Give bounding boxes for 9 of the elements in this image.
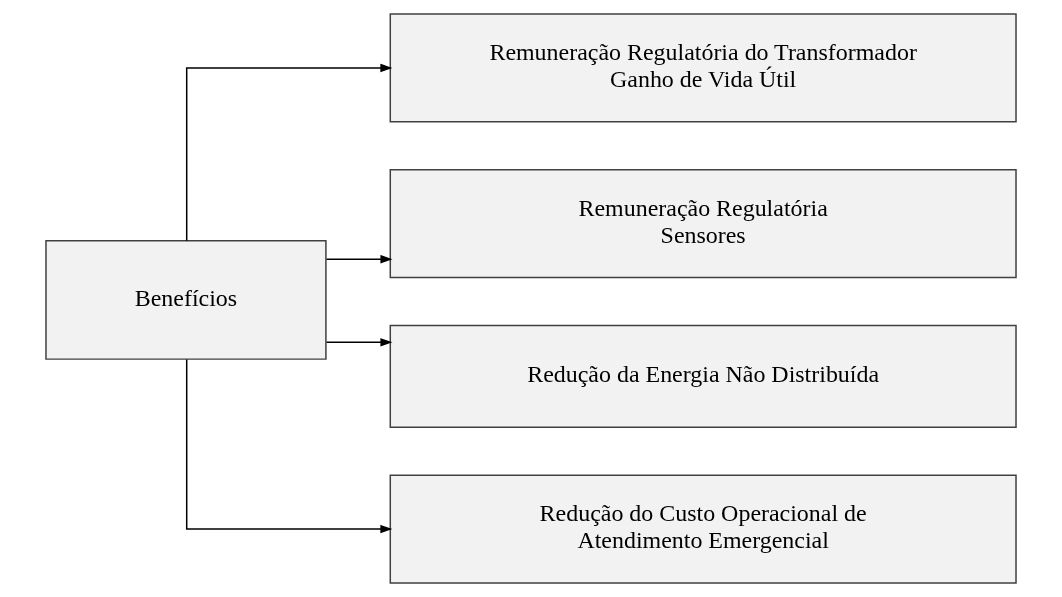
arrow [325, 255, 393, 264]
node-box: Remuneração Regulatória Sensores [389, 169, 1017, 279]
arrow [325, 338, 393, 347]
arrow [185, 63, 393, 242]
node-box: Redução da Energia Não Distribuída [389, 324, 1017, 428]
node-box: Remuneração Regulatória do Transformador Ganho de Vida Útil [389, 13, 1017, 123]
node-box: Benefícios [45, 240, 327, 360]
node-box: Redução do Custo Operacional de Atendimento Emergencial [389, 474, 1017, 584]
arrow [185, 358, 393, 534]
